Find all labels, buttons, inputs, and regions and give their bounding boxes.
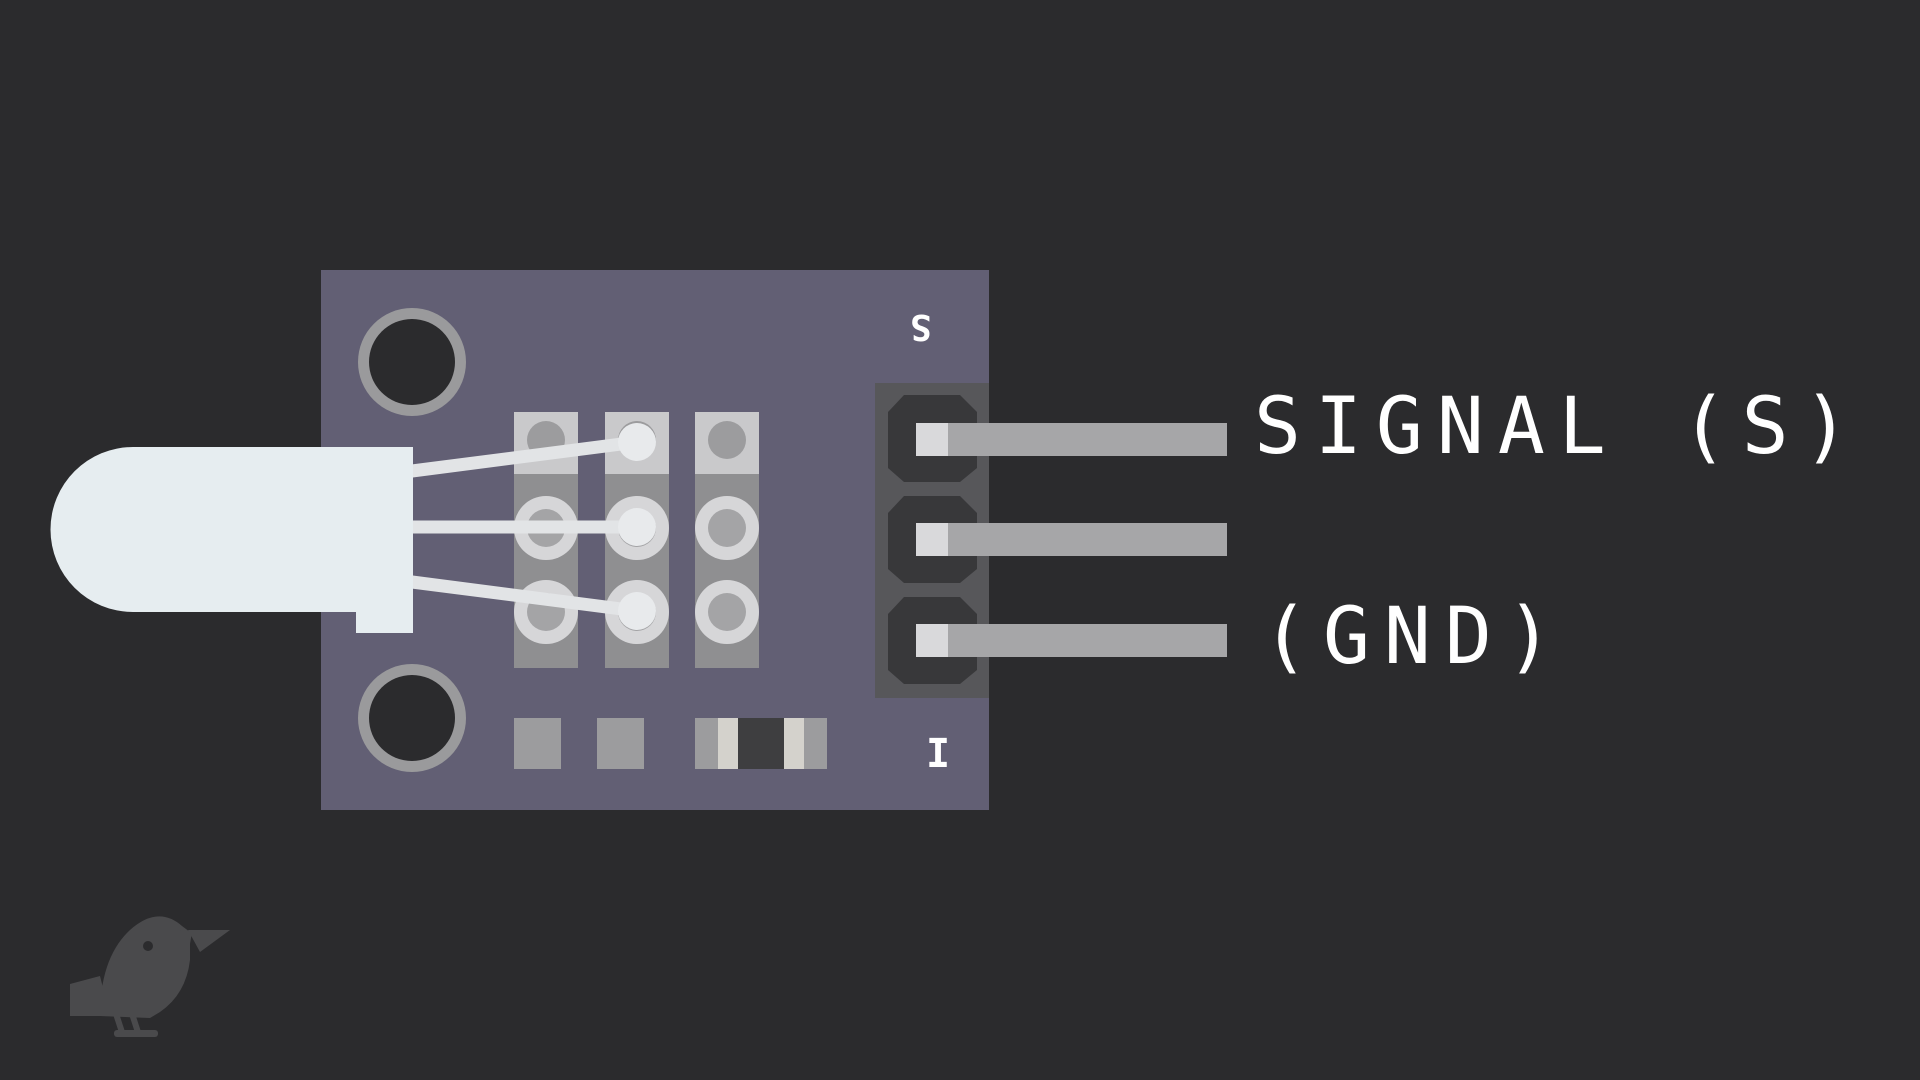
pad-column-3 xyxy=(695,412,759,668)
led-legs xyxy=(405,435,644,618)
pin-label-gnd: (GND) xyxy=(1262,592,1567,682)
silkscreen-s-label: S xyxy=(910,306,932,347)
smd-pad-1 xyxy=(514,718,561,769)
led-leg-ends xyxy=(618,423,656,630)
smd-pad-2 xyxy=(597,718,644,769)
pin-middle xyxy=(916,523,1227,556)
bird-logo-icon xyxy=(70,916,230,1037)
pin-signal xyxy=(916,423,1227,456)
resistor xyxy=(695,718,827,769)
pin-label-signal: SIGNAL (S) xyxy=(1254,382,1864,472)
pin-gnd xyxy=(916,624,1227,657)
rgb-led xyxy=(50,447,413,633)
silkscreen-minus-label: I xyxy=(926,731,951,777)
mounting-hole-bottom xyxy=(358,664,466,772)
mounting-hole-top xyxy=(358,308,466,416)
